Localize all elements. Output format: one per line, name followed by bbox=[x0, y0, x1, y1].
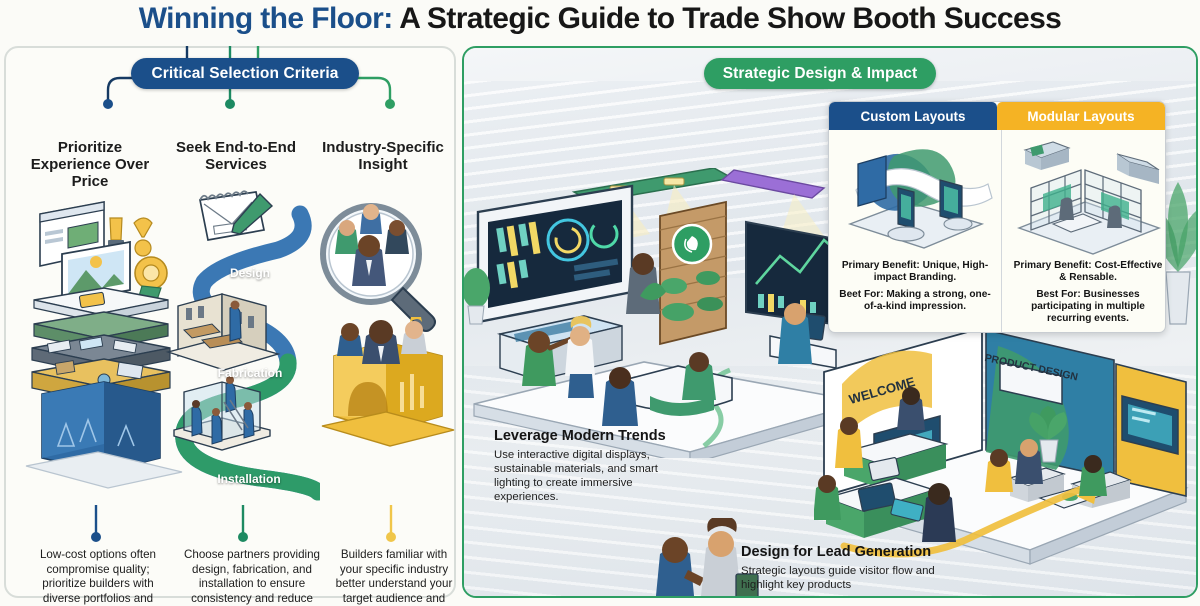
custom-layouts-header: Custom Layouts bbox=[829, 102, 997, 130]
demo-desks bbox=[823, 433, 949, 538]
callout-leads-body: Strategic layouts guide visitor flow and… bbox=[741, 564, 935, 591]
callout-lead-generation: Design for Lead Generation Strategic lay… bbox=[741, 544, 955, 592]
modular-layouts-column: Primary Benefit: Cost-Effective & Rensab… bbox=[1001, 130, 1165, 332]
page-title: Winning the Floor: A Strategic Guide to … bbox=[0, 2, 1200, 36]
modular-best-for: Best For: Businesses participating in mu… bbox=[1031, 289, 1145, 325]
foreground-visitors bbox=[655, 518, 759, 596]
column-heading-end-to-end: Seek End-to-End Services bbox=[175, 139, 296, 173]
audience-on-pedestal bbox=[337, 317, 427, 364]
decor-plant bbox=[464, 268, 490, 325]
caption-industry: Builders familiar with your specific ind… bbox=[335, 548, 453, 605]
comparison-headers: Custom Layouts Modular Layouts bbox=[829, 102, 1165, 130]
custom-best-for: Beet For: Making a strong, one-of-a-kind… bbox=[839, 289, 991, 313]
interactive-kiosk bbox=[496, 315, 623, 381]
custom-booth-art bbox=[836, 136, 994, 260]
green-plant-wall bbox=[659, 200, 727, 346]
award-ribbon-icon bbox=[134, 256, 168, 308]
column-heading-industry: Industry-Specific Insight bbox=[322, 139, 444, 173]
modular-layouts-text: Primary Benefit: Cost-Effective & Rensab… bbox=[1009, 260, 1165, 326]
audience-pedestal bbox=[321, 341, 455, 447]
connector-dot-3 bbox=[385, 99, 395, 109]
callout-modern-trends: Leverage Modern Trends Use interactive d… bbox=[494, 428, 666, 505]
column-heading-prioritize: Prioritize Experience Over Price bbox=[30, 139, 150, 190]
callout-trends-body: Use interactive digital displays, sustai… bbox=[494, 448, 658, 504]
booth-visitors bbox=[522, 253, 812, 426]
connector-dot-2 bbox=[225, 99, 235, 109]
visitor-flow-arrow bbox=[840, 484, 1088, 558]
trophy-icon bbox=[109, 217, 123, 241]
lounge-plant bbox=[1029, 406, 1067, 463]
product-design-sign bbox=[999, 361, 1063, 405]
layout-comparison-card: Custom Layouts Modular Layouts bbox=[828, 101, 1166, 333]
caption-connector-stems bbox=[91, 505, 396, 542]
callout-trends-title: Leverage Modern Trends bbox=[494, 428, 666, 444]
industry-insight-illustration bbox=[320, 203, 455, 447]
callout-leads-title: Design for Lead Generation bbox=[741, 544, 932, 560]
comparison-body: Primary Benefit: Unique, High-impact Bra… bbox=[829, 130, 1165, 332]
caption-prioritize: Low-cost options often compromise qualit… bbox=[39, 548, 156, 605]
magnifier-icon bbox=[320, 203, 436, 332]
caption-end-to-end: Choose partners providing design, fabric… bbox=[184, 548, 320, 605]
photo-card bbox=[61, 240, 131, 304]
custom-layouts-column: Primary Benefit: Unique, High-impact Bra… bbox=[829, 130, 1001, 332]
connector-dot-1 bbox=[103, 99, 113, 109]
modular-layouts-header: Modular Layouts bbox=[997, 102, 1165, 130]
left-section-header: Critical Selection Criteria bbox=[131, 58, 359, 89]
audience-inside-magnifier bbox=[335, 204, 409, 286]
custom-layouts-text: Primary Benefit: Unique, High-impact Bra… bbox=[836, 260, 994, 313]
modular-primary-benefit: Primary Benefit: Cost-Effective & Rensab… bbox=[1013, 260, 1163, 284]
custom-primary-benefit: Primary Benefit: Unique, High-impact Bra… bbox=[841, 260, 989, 284]
installation-scaffold-icon bbox=[173, 376, 271, 451]
journey-label-fabrication: Fabrication bbox=[217, 366, 283, 380]
lower-booth-people bbox=[814, 387, 1107, 542]
medal-icon bbox=[133, 217, 153, 238]
sketchpad-icon bbox=[198, 190, 274, 241]
fabrication-workshop-icon bbox=[165, 293, 281, 371]
modular-booth-art bbox=[1009, 136, 1165, 260]
service-journey-illustration bbox=[165, 190, 320, 501]
base-block bbox=[41, 381, 161, 473]
led-video-wall bbox=[476, 184, 634, 324]
right-section-header: Strategic Design & Impact bbox=[704, 58, 936, 89]
page-title-part2: A Strategic Guide to Trade Show Booth Su… bbox=[392, 2, 1062, 35]
page-title-part1: Winning the Floor: bbox=[138, 2, 393, 35]
lead-generation-booth-scene bbox=[814, 326, 1189, 565]
portfolio-stack-illustration bbox=[25, 201, 183, 489]
journey-label-installation: Installation bbox=[217, 472, 281, 486]
journey-label-design: Design bbox=[229, 266, 270, 280]
main-booth-scene bbox=[464, 168, 865, 458]
base-plinth bbox=[25, 451, 183, 489]
